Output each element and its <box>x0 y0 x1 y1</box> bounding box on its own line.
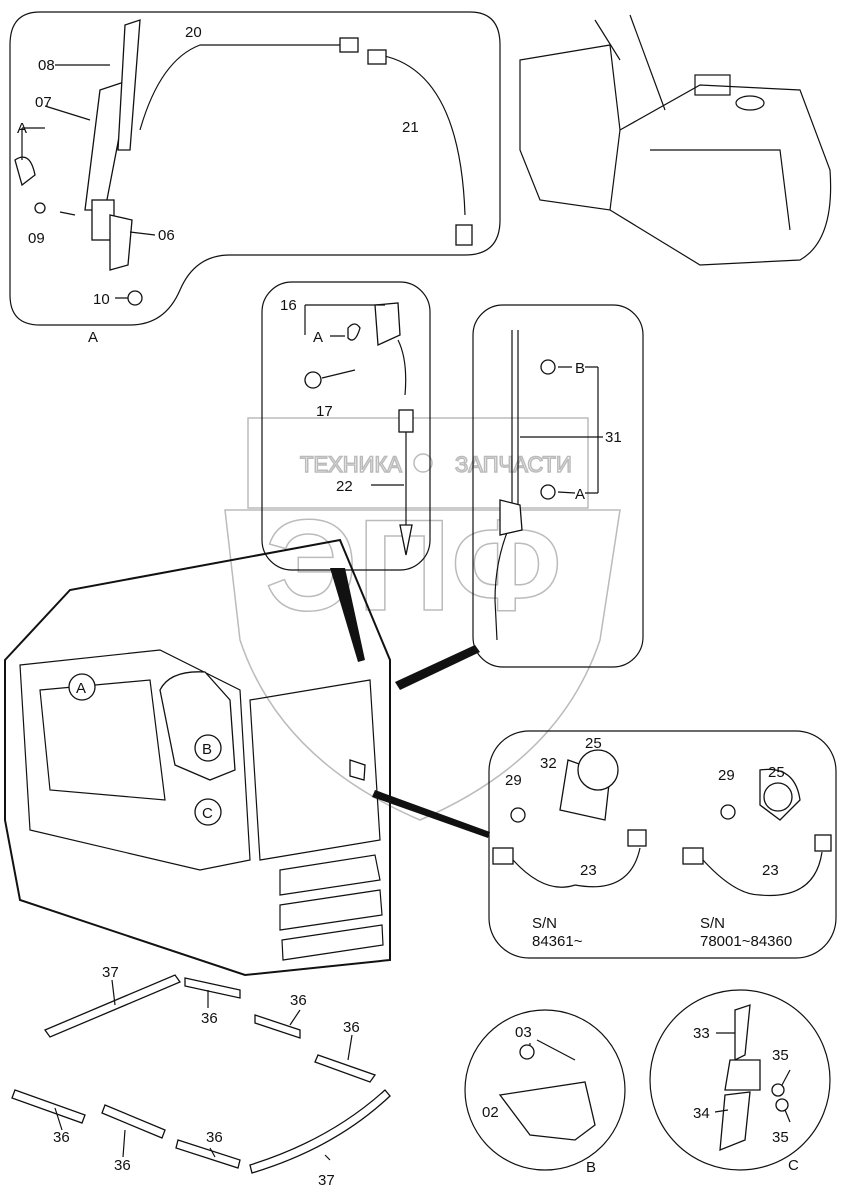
detail-b-circle <box>464 1009 626 1171</box>
detail-a-callout <box>9 11 501 326</box>
label-31: 31 <box>605 429 622 446</box>
label-b-31: B <box>575 360 585 377</box>
label-29: 29 <box>505 772 522 789</box>
excavator-overview <box>519 14 832 266</box>
sn-range-2: 78001~84360 <box>700 933 792 950</box>
sn-range-1: 84361~ <box>532 933 583 950</box>
detail-c-label: C <box>788 1157 799 1174</box>
label-20: 20 <box>185 24 202 41</box>
label-06: 06 <box>158 227 175 244</box>
detail-a-label: A <box>88 329 98 346</box>
label-36-e: 36 <box>114 1157 131 1174</box>
detail-b-label: B <box>586 1159 596 1176</box>
label-a-31: A <box>575 486 585 503</box>
callout-circle-a <box>68 673 96 701</box>
sn-label-2: S/N <box>700 915 725 932</box>
label-36-f: 36 <box>206 1129 223 1146</box>
harness-callout <box>472 304 644 668</box>
label-22: 22 <box>336 478 353 495</box>
watermark-text-right: ЗАПЧАСТИ <box>455 452 572 477</box>
label-34: 34 <box>693 1105 710 1122</box>
label-07: 07 <box>35 94 52 111</box>
label-32: 32 <box>540 755 557 772</box>
cab-callout-b: B <box>202 741 212 758</box>
watermark-text-left: ТЕХНИКА <box>300 452 402 477</box>
label-16: 16 <box>280 297 297 314</box>
watermark: ТЕХНИКА ЗАПЧАСТИ ЭПФ <box>224 417 621 821</box>
sn-label-1: S/N <box>532 915 557 932</box>
callout-circle-b <box>194 734 222 762</box>
label-02: 02 <box>482 1104 499 1121</box>
detail-c-circle <box>649 989 831 1171</box>
cover-part-08 <box>117 19 141 151</box>
label-35-b: 35 <box>772 1129 789 1146</box>
label-36-a: 36 <box>201 1010 218 1027</box>
speaker-callout <box>488 730 837 959</box>
label-29-alt: 29 <box>718 767 735 784</box>
label-23-alt: 23 <box>762 862 779 879</box>
label-17: 17 <box>316 403 333 420</box>
label-03: 03 <box>515 1024 532 1041</box>
sensor-callout <box>261 281 431 571</box>
cab-callout-a: A <box>76 680 86 697</box>
callout-circle-c <box>194 798 222 826</box>
label-35-a: 35 <box>772 1047 789 1064</box>
label-33: 33 <box>693 1025 710 1042</box>
label-09: 09 <box>28 230 45 247</box>
label-21: 21 <box>402 119 419 136</box>
label-25-alt: 25 <box>768 764 785 781</box>
label-23: 23 <box>580 862 597 879</box>
label-37-b: 37 <box>318 1172 335 1189</box>
label-36-c: 36 <box>343 1019 360 1036</box>
label-36-b: 36 <box>290 992 307 1009</box>
label-37: 37 <box>102 964 119 981</box>
cab-callout-c: C <box>202 805 213 822</box>
label-10: 10 <box>93 291 110 308</box>
label-08: 08 <box>38 57 55 74</box>
label-25: 25 <box>585 735 602 752</box>
label-36-d: 36 <box>53 1129 70 1146</box>
label-a-16: A <box>313 329 323 346</box>
label-a: A <box>17 120 27 137</box>
seal-strips <box>11 974 391 1174</box>
